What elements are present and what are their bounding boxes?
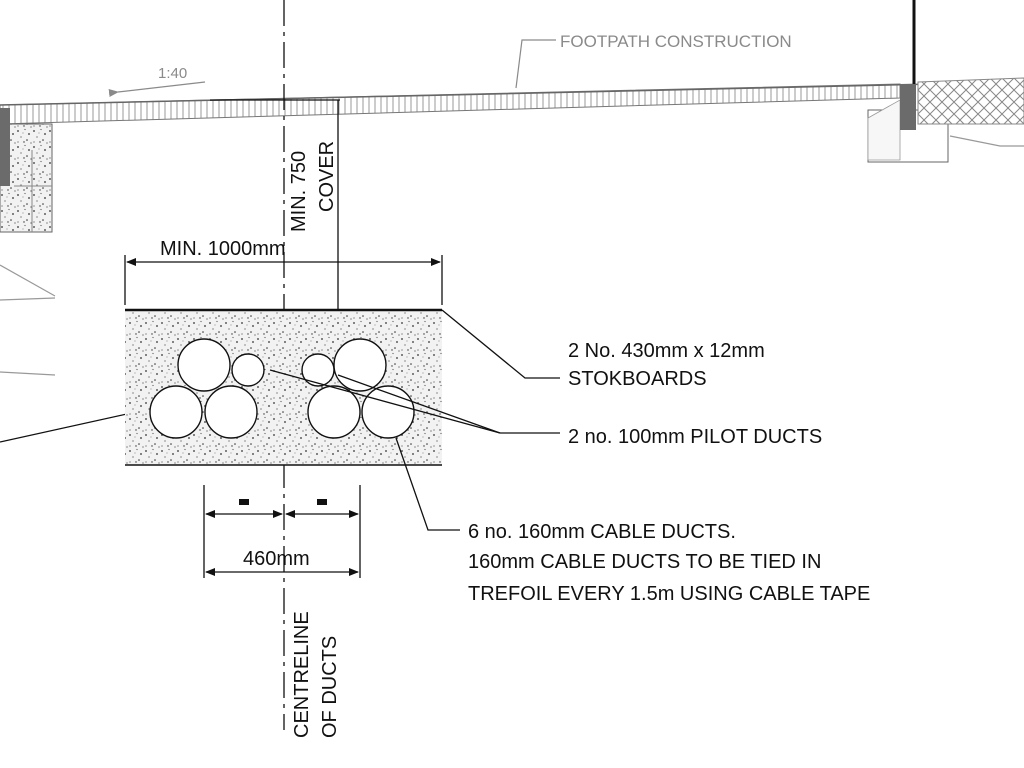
pilot-duct	[231, 353, 265, 387]
cover-label-line2: COVER	[316, 141, 338, 212]
cable-ducts-label-line2: 160mm CABLE DUCTS TO BE TIED IN	[468, 551, 821, 573]
left-kerb-stone	[0, 108, 10, 186]
stokboards-label-line2: STOKBOARDS	[568, 368, 707, 390]
road-line-1	[0, 264, 56, 297]
centreline-label-line1: CENTRELINE	[291, 611, 313, 738]
footpath-construction: FOOTPATH CONSTRUCTION	[0, 32, 1024, 125]
spacing-label: 460mm	[243, 548, 310, 570]
stokboards-label-line1: 2 No. 430mm x 12mm	[568, 340, 765, 362]
pilot-leader-2	[337, 374, 501, 434]
slope-indicator: 1:40	[108, 65, 206, 98]
cable-duct	[177, 338, 231, 392]
centreline-label-line2: OF DUCTS	[319, 636, 341, 738]
cover-dimension: MIN. 750 COVER	[210, 99, 340, 332]
cable-ducts-label-line3: TREFOIL EVERY 1.5m USING CABLE TAPE	[468, 583, 870, 605]
ducts-group	[149, 338, 415, 439]
pilot-leader-1	[269, 369, 501, 434]
footpath-label: FOOTPATH CONSTRUCTION	[560, 32, 792, 51]
road-line-2	[0, 297, 56, 301]
left-road-lines	[0, 264, 146, 443]
pilot-duct	[301, 353, 335, 387]
cable-ducts-leader	[395, 437, 460, 531]
centreline-annotation: CENTRELINE OF DUCTS	[291, 611, 341, 738]
cable-duct	[149, 385, 203, 439]
slope-arrow	[108, 81, 206, 98]
road-line-3	[0, 371, 56, 376]
footpath-leader	[515, 39, 556, 89]
pilot-ducts-label: 2 no. 100mm PILOT DUCTS	[568, 426, 822, 448]
stokboards-leader	[441, 309, 560, 379]
left-kerb	[0, 108, 53, 233]
right-kerb-haunch	[867, 99, 901, 161]
width-dimension: MIN. 1000mm	[124, 238, 443, 305]
road-surface-hatch	[917, 77, 1024, 125]
right-kerb	[867, 0, 1024, 163]
equal-mark-right	[317, 499, 327, 505]
equal-mark-left	[239, 499, 249, 505]
cover-label-line1: MIN. 750	[288, 151, 310, 232]
cable-ducts-annotation: 6 no. 160mm CABLE DUCTS. 160mm CABLE DUC…	[395, 437, 870, 605]
right-road-leader	[949, 135, 1024, 147]
cable-ducts-label-line1: 6 no. 160mm CABLE DUCTS.	[468, 521, 736, 543]
right-kerb-stone	[900, 84, 916, 130]
pilot-ducts-annotation: 2 no. 100mm PILOT DUCTS	[269, 369, 822, 448]
spacing-dimension: 460mm	[203, 485, 361, 578]
cable-duct	[361, 385, 415, 439]
footpath-top-line	[0, 81, 1024, 106]
cable-duct	[307, 385, 361, 439]
slope-label: 1:40	[158, 65, 187, 82]
left-leader-line	[0, 409, 146, 443]
width-label: MIN. 1000mm	[160, 238, 286, 260]
left-kerb-foundation	[0, 123, 53, 233]
stokboards-annotation: 2 No. 430mm x 12mm STOKBOARDS	[441, 309, 765, 390]
cable-duct	[204, 385, 258, 439]
